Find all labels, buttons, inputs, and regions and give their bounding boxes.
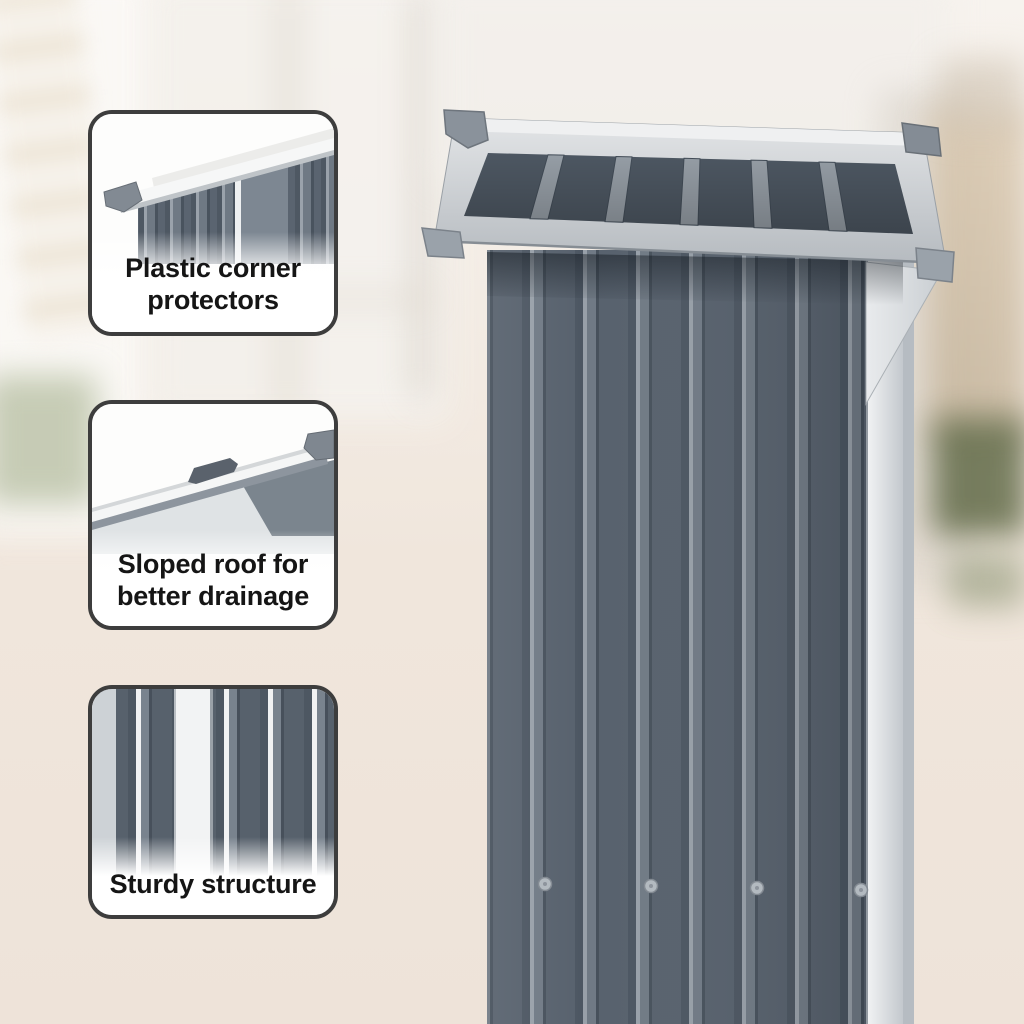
shed-trim-edge — [866, 252, 868, 1024]
background-plant-right-blur — [948, 554, 1024, 608]
roof-top-plane — [152, 128, 334, 188]
detail-corner-protector — [103, 181, 143, 213]
sturdy-structure-detail-photo — [92, 689, 334, 915]
detail-white-fade — [92, 530, 334, 626]
detail-sloped-fascia — [92, 446, 326, 522]
background-plant-left-blur — [0, 375, 97, 505]
callout-label: Sloped roof for better drainage — [116, 549, 310, 611]
screw-center — [755, 886, 759, 890]
detail-stripe-edge — [210, 689, 213, 915]
roof-corner-protectors — [421, 109, 955, 283]
callout-sloped-roof: Sloped roof for better drainage — [88, 400, 338, 630]
callout-sturdy-structure: Sturdy structure — [88, 685, 338, 919]
shed-screws — [537, 876, 869, 898]
background-shelf-top-blur — [938, 58, 1024, 132]
detail-roof-edge-shadow — [92, 454, 328, 530]
roof-top-highlight — [455, 118, 923, 146]
detail-corner-protector — [303, 429, 334, 461]
detail-fascia-shadow — [120, 150, 334, 213]
shed-roof — [433, 117, 947, 265]
sloped-roof-detail-photo — [92, 404, 334, 626]
shed-front-wall — [487, 250, 903, 1024]
roof-front-edge — [433, 239, 947, 265]
background-olive-right-blur — [932, 418, 1024, 536]
detail-roof-bracket — [188, 458, 238, 484]
roof-shadow — [487, 252, 903, 305]
screw-center — [649, 884, 653, 888]
corner-protector-bottom-right — [915, 247, 955, 283]
callout-label: Sturdy structure — [109, 868, 317, 899]
corner-protector-detail-photo — [92, 114, 334, 332]
corner-protector-top-left — [443, 109, 489, 149]
roof-underside-shade — [464, 153, 913, 234]
corner-protector-bottom-left — [421, 227, 465, 259]
callout-corner-protectors: Plastic corner protectors — [88, 110, 338, 336]
detail-white-fade — [92, 837, 334, 915]
screw-center — [543, 882, 547, 886]
detail-fascia — [118, 138, 334, 208]
screw-center — [859, 888, 863, 892]
detail-stripe-edge — [174, 689, 176, 915]
detail-white-fade — [92, 232, 334, 332]
shed-side-sliver — [903, 260, 914, 1024]
callout-label: Plastic corner protectors — [125, 253, 301, 315]
corner-protector-top-right — [901, 122, 942, 157]
